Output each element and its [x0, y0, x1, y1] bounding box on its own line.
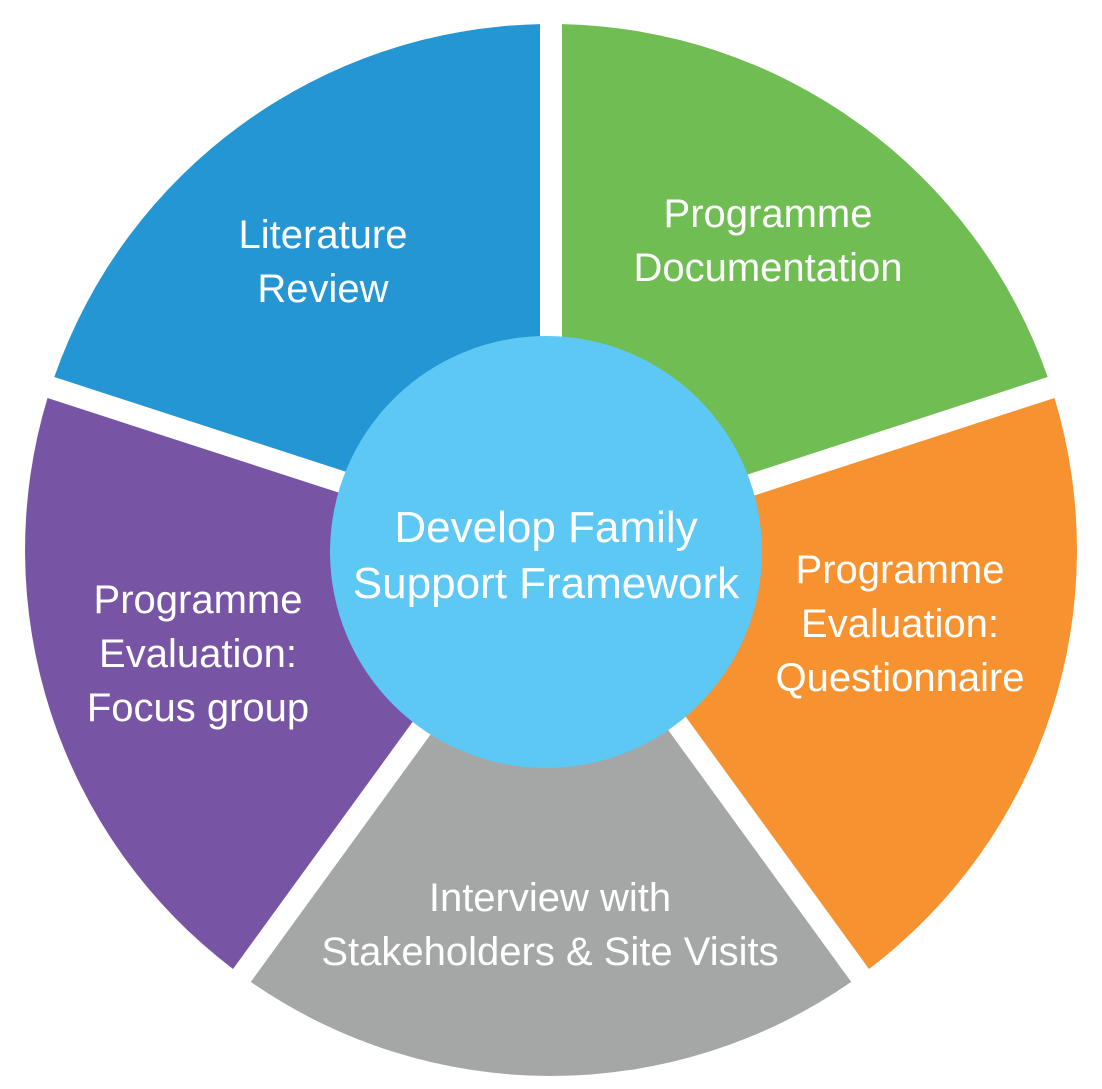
- label-interview-stakeholders-site-visits: Interview with Stakeholders & Site Visit…: [321, 871, 778, 979]
- label-line: Focus group: [86, 686, 310, 730]
- label-line: Review: [257, 267, 389, 311]
- center-circle: [330, 336, 762, 768]
- label-line: Questionnaire: [775, 656, 1025, 700]
- label-line: Programme: [795, 548, 1005, 592]
- segment-programme-evaluation-questionnaire: [250, 677, 852, 1076]
- segment-programme-evaluation-focus-group: [54, 24, 541, 494]
- label-line: Stakeholders & Site Visits: [321, 930, 779, 974]
- label-line: Literature: [238, 213, 408, 257]
- label-programme-evaluation-focus-group: Programme Evaluation: Focus group: [87, 573, 309, 735]
- label-line: Programme: [93, 578, 303, 622]
- label-line: Programme: [663, 192, 873, 236]
- label-line: Evaluation:: [801, 602, 999, 646]
- label-programme-documentation: Programme Documentation: [633, 187, 902, 295]
- center-title: Develop Family Support Framework: [353, 500, 739, 612]
- label-programme-evaluation-questionnaire: Programme Evaluation: Questionnaire: [775, 543, 1024, 705]
- label-literature-review: Literature Review: [239, 208, 408, 316]
- center-title-line: Support Framework: [352, 559, 740, 608]
- center-title-line: Develop Family: [394, 503, 698, 552]
- label-line: Interview with: [428, 876, 672, 920]
- label-line: Evaluation:: [99, 632, 297, 676]
- label-line: Documentation: [633, 246, 903, 290]
- segment-literature-review: [562, 24, 1048, 494]
